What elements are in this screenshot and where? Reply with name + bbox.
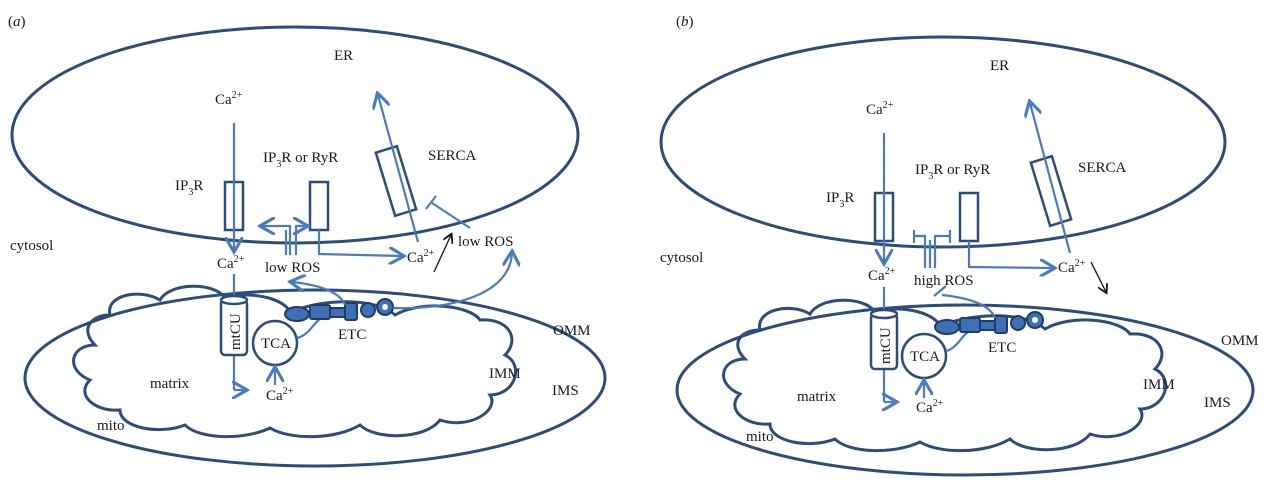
ip3r-ryr-channel <box>958 191 980 243</box>
ros-inhibit-ryr <box>933 234 950 268</box>
ca-er-label: Ca2+ <box>866 100 894 118</box>
omm-membrane <box>675 303 1255 477</box>
serca-pump <box>374 144 418 218</box>
ros-center-label: high ROS <box>914 273 974 289</box>
imm-membrane <box>72 284 518 439</box>
ros-to-ip3r-arrow <box>262 226 292 255</box>
matrix-label: matrix <box>150 376 190 392</box>
ip3r-ryr-channel <box>308 180 330 232</box>
imm-label: IMM <box>489 366 521 382</box>
panel-a: (a) ER IP3R IP3R or RyR SERCA Ca2+ cytos… <box>8 14 607 468</box>
etc-complexes <box>934 311 1044 335</box>
ryr-release-arrow <box>317 230 402 256</box>
ryr-release-arrow <box>967 241 1053 268</box>
ip3r-label: IP3R <box>826 190 854 210</box>
serca-uptake-arrow <box>378 95 420 243</box>
panel-b-tag: (b) <box>676 14 694 30</box>
tca-label: TCA <box>261 336 291 352</box>
ca-matrix-label: Ca2+ <box>266 386 294 404</box>
serca-label: SERCA <box>1078 160 1127 176</box>
etc-complexes <box>284 298 394 322</box>
omm-label: OMM <box>553 323 591 339</box>
etc-to-ros-arrow <box>292 282 347 306</box>
trend-up-arrow <box>433 235 451 273</box>
mtcu-top <box>219 294 249 306</box>
etc-label: ETC <box>988 340 1016 356</box>
mito-label: mito <box>97 418 125 434</box>
er-label: ER <box>990 58 1009 74</box>
ca-cytosol-label: Ca2+ <box>217 254 245 272</box>
omm-membrane <box>23 288 607 468</box>
etc-to-ros-right-arrow <box>392 253 512 310</box>
ca-matrix-label: Ca2+ <box>916 398 944 416</box>
ca-er-label: Ca2+ <box>215 90 243 108</box>
er-membrane <box>10 25 580 245</box>
panel-a-tag: (a) <box>8 14 26 30</box>
serca-uptake-arrow <box>1030 103 1072 254</box>
ca-right-label: Ca2+ <box>407 248 435 266</box>
ip3r-label: IP3R <box>175 178 203 198</box>
ros-right-label: low ROS <box>458 234 513 250</box>
ca-right-label: Ca2+ <box>1058 258 1086 276</box>
tca-label: TCA <box>910 349 940 365</box>
ros-to-ryr-arrow <box>296 226 306 255</box>
omm-label: OMM <box>1221 333 1259 349</box>
ims-label: IMS <box>552 383 579 399</box>
mito-label: mito <box>746 429 774 445</box>
imm-membrane <box>722 298 1168 453</box>
etc-to-ros-line <box>941 293 997 319</box>
ip3r-ryr-label: IP3R or RyR <box>263 150 338 170</box>
ros-center-label: low ROS <box>265 260 320 276</box>
er-label: ER <box>334 48 353 64</box>
trend-down-arrow <box>1090 261 1106 292</box>
serca-label: SERCA <box>428 148 477 164</box>
cytosol-label: cytosol <box>10 238 53 254</box>
ca-cytosol-label: Ca2+ <box>868 266 896 284</box>
ims-label: IMS <box>1204 395 1231 411</box>
ip3r-ryr-label: IP3R or RyR <box>915 162 990 182</box>
etc-label: ETC <box>338 327 366 343</box>
imm-label: IMM <box>1143 377 1175 393</box>
serca-pump <box>1029 154 1073 228</box>
ros-inhibit-bar <box>425 195 437 210</box>
mtcu-label: mtCU <box>878 327 894 364</box>
mtcu-label: mtCU <box>228 313 244 350</box>
etc-to-ros-head <box>933 285 947 297</box>
ros-inhibit-serca <box>431 202 471 229</box>
ros-inhibit-ip3r <box>914 234 927 268</box>
mtcu-top <box>869 308 899 320</box>
matrix-label: matrix <box>797 389 837 405</box>
er-membrane <box>659 35 1227 249</box>
cytosol-label: cytosol <box>660 250 703 266</box>
panel-b: (b) ER IP3R IP3R or RyR SERCA Ca2+ cytos… <box>659 14 1259 477</box>
